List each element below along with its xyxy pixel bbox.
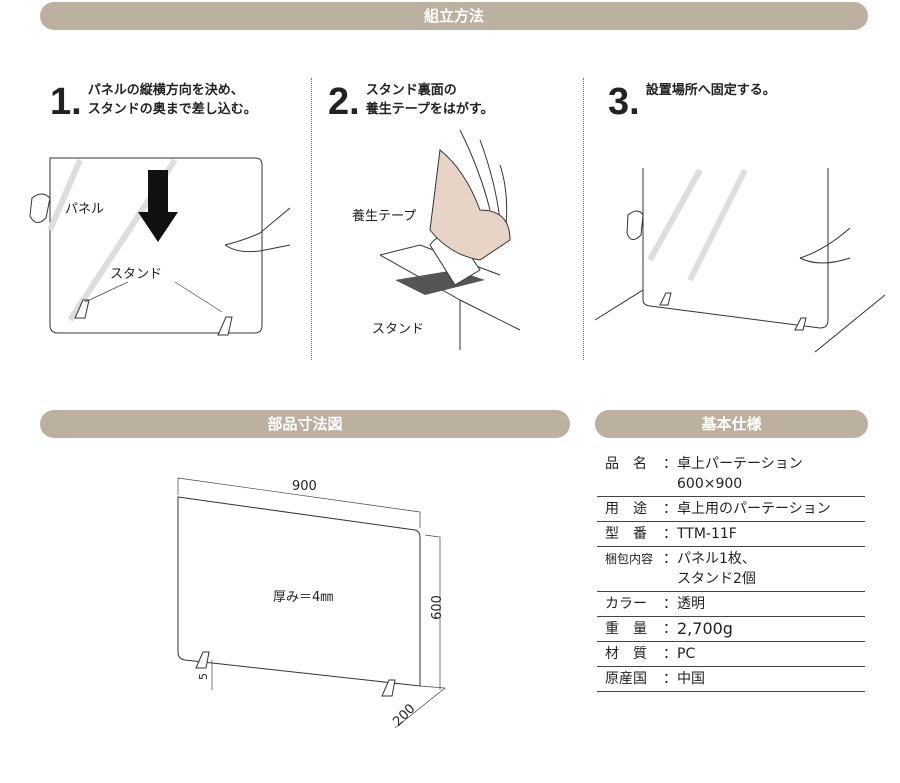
- width-dimension: 900: [292, 479, 317, 494]
- assembly-header: 組立方法: [40, 2, 868, 30]
- thickness-label: 厚み＝4㎜: [273, 590, 334, 605]
- step-number: 2.: [328, 81, 360, 123]
- height-dimension: 600: [429, 595, 445, 620]
- step-text: 設置場所へ固定する。: [645, 83, 776, 98]
- stand-label: スタンド: [110, 267, 163, 282]
- step-number: 3.: [608, 81, 640, 123]
- specs-table: 品 名：卓上パーテーション600×900 用 途：卓上用のパーテーション 型 番…: [597, 452, 865, 692]
- divider: [311, 78, 312, 360]
- divider: [583, 78, 584, 360]
- tape-label: 養生テープ: [352, 209, 417, 224]
- table-row: 用 途：卓上用のパーテーション: [597, 496, 865, 522]
- dimensions-header: 部品寸法図: [40, 410, 570, 438]
- step-number: 1.: [50, 81, 82, 123]
- table-row: カラー：透明: [597, 591, 865, 617]
- step-text: スタンド裏面の: [365, 83, 457, 98]
- table-row: 原産国：中国: [597, 666, 865, 692]
- panel-label: パネル: [65, 202, 105, 217]
- foot-dimension: 5: [197, 673, 210, 680]
- step-text: パネルの縦横方向を決め、: [87, 83, 244, 98]
- table-row: 型 番：TTM-11F: [597, 521, 865, 547]
- step-text: 養生テープをはがす。: [365, 102, 494, 117]
- table-row: 重 量：2,700g: [597, 616, 865, 642]
- stand-label: スタンド: [372, 322, 425, 337]
- specs-header: 基本仕様: [595, 410, 868, 438]
- table-row: 材 質：PC: [597, 641, 865, 667]
- table-row: 梱包内容：パネル1枚、スタンド2個: [597, 546, 865, 592]
- step-2: 2. スタンド裏面の養生テープをはがす。: [328, 83, 494, 121]
- step-3: 3. 設置場所へ固定する。: [608, 83, 776, 121]
- step-1: 1. パネルの縦横方向を決め、スタンドの奥まで差し込む。: [50, 83, 257, 121]
- step-text: スタンドの奥まで差し込む。: [87, 102, 257, 117]
- table-row: 品 名：卓上パーテーション600×900: [597, 452, 865, 497]
